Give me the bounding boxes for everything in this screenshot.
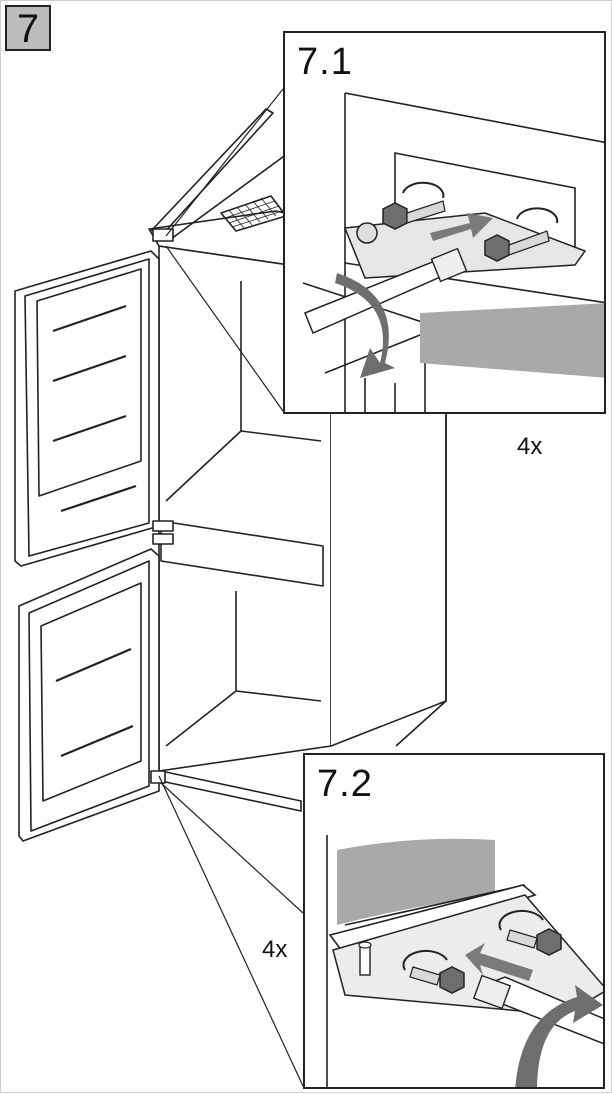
top-flap <box>150 108 274 237</box>
upper-door <box>14 250 160 567</box>
detail-inset-upper-hinge: 7.1 <box>283 31 606 414</box>
lower-hinge-detail-drawing <box>326 835 603 1087</box>
screw-right-icon <box>506 928 562 956</box>
hinge-plate <box>343 212 587 279</box>
curved-arrow-icon <box>515 985 603 1087</box>
middle-divider <box>160 520 324 587</box>
inset-title: 7.2 <box>317 763 373 805</box>
quantity-label: 4x <box>517 433 543 460</box>
rotate-arrow-icon <box>402 949 448 971</box>
step-number-badge: 7 <box>5 5 51 51</box>
push-arrow-icon <box>430 213 493 241</box>
upper-door-inner <box>24 258 150 557</box>
lower-door-inner <box>28 560 150 832</box>
detail-inset-lower-hinge: 7.2 <box>303 753 605 1089</box>
rotate-arrow-icon <box>402 181 445 199</box>
hinge-pin <box>356 222 378 244</box>
quantity-label: 4x <box>262 936 288 963</box>
screw-right-icon <box>484 230 550 262</box>
screw-left-icon <box>382 200 446 230</box>
push-arrow-icon <box>465 943 533 981</box>
inset-title: 7.1 <box>297 41 353 83</box>
screw-left-icon <box>409 966 465 994</box>
cabinet-edge-shading <box>337 838 495 925</box>
upper-hinge-detail-drawing <box>302 92 604 412</box>
rotate-arrow-icon <box>516 207 559 224</box>
rotate-arrow-icon <box>498 909 544 931</box>
hinge-pin <box>359 944 371 976</box>
lower-door <box>18 548 160 842</box>
cabinet-edge-shading <box>420 303 604 378</box>
curved-arrow-icon <box>335 273 395 378</box>
bottom-rail <box>160 770 302 812</box>
